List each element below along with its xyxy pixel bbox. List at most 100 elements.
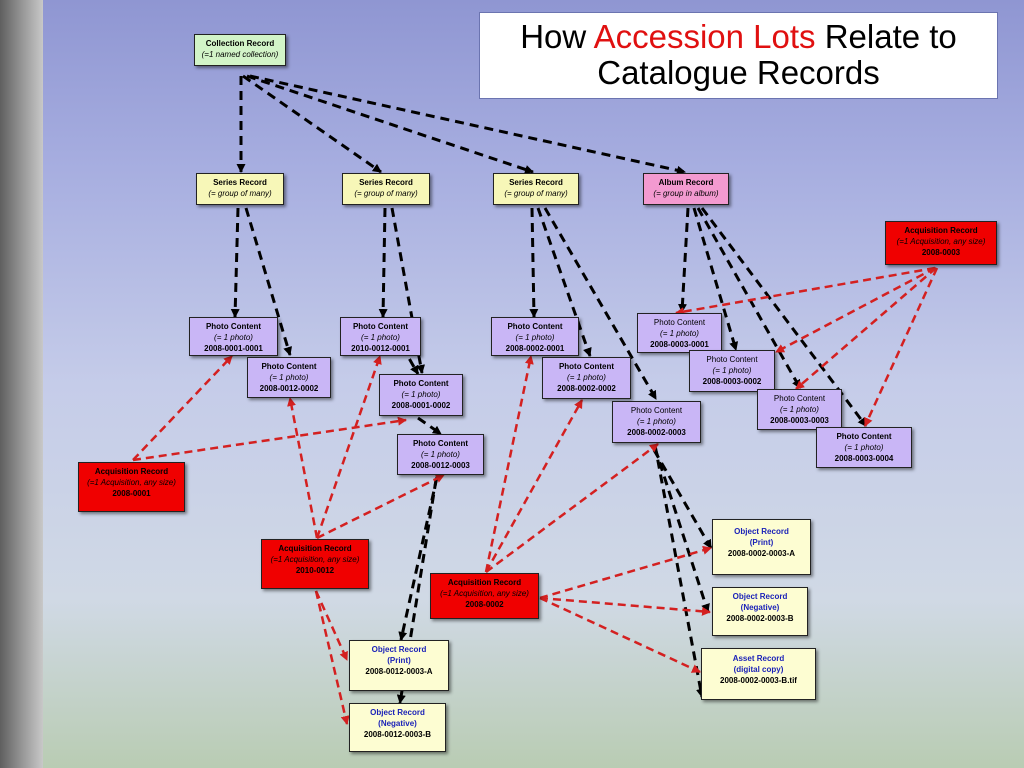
node-id: 2008-0012-0002 bbox=[259, 384, 319, 393]
dependency-connector-3 bbox=[246, 74, 534, 174]
dependency-connector-22 bbox=[652, 449, 713, 549]
node-subtitle: (= 1 photo) bbox=[637, 417, 676, 426]
dependency-connector-12 bbox=[677, 207, 690, 313]
photo-content-node[interactable]: Photo Content (= 1 photo) 2008-0003-0003 bbox=[757, 389, 842, 430]
node-id: 2008-0002-0003-B.tif bbox=[720, 676, 797, 685]
acquisition-record-node[interactable]: Acquisition Record (=1 Acquisition, any … bbox=[430, 573, 539, 619]
photo-content-node[interactable]: Photo Content (= 1 photo) 2008-0001-0001 bbox=[189, 317, 278, 356]
node-id: 2008-0012-0003-B bbox=[363, 730, 432, 739]
node-title: Series Record bbox=[213, 178, 267, 187]
left-sidebar-bar bbox=[0, 0, 43, 768]
node-title: Object Record bbox=[732, 592, 788, 601]
photo-content-node[interactable]: Photo Content (= 1 photo) 2008-0003-0004 bbox=[816, 427, 912, 468]
node-title: Series Record bbox=[359, 178, 413, 187]
node-subtitle: (= 1 photo) bbox=[214, 333, 253, 342]
node-title: Photo Content bbox=[507, 322, 563, 331]
dependency-connector-10 bbox=[536, 207, 592, 357]
node-id: 2010-0012 bbox=[295, 566, 335, 575]
accession-connector-7 bbox=[315, 355, 382, 539]
node-subtitle: (= 1 photo) bbox=[567, 373, 606, 382]
node-title: Photo Content bbox=[558, 362, 615, 371]
node-title: Photo Content bbox=[393, 379, 449, 388]
acquisition-record-node[interactable]: Acquisition Record (=1 Acquisition, any … bbox=[885, 221, 997, 265]
dependency-connector-4 bbox=[249, 74, 686, 175]
acquisition-record-node[interactable]: Acquisition Record (=1 Acquisition, any … bbox=[261, 539, 369, 589]
node-subtitle: (= 1 photo) bbox=[361, 333, 400, 342]
series-record-node-2[interactable]: Series Record (= group of many) bbox=[342, 173, 430, 205]
node-title: Photo Content bbox=[706, 355, 758, 364]
series-record-node-3[interactable]: Series Record (= group of many) bbox=[493, 173, 579, 205]
node-id: 2008-0012-0003 bbox=[411, 461, 470, 470]
accession-connector-9 bbox=[316, 473, 445, 540]
title-accent: Accession Lots bbox=[593, 18, 816, 55]
node-subtitle: (= 1 photo) bbox=[515, 333, 555, 342]
dependency-connector-14 bbox=[696, 207, 802, 389]
object-record-node[interactable]: Object Record (Print) 2008-0002-0003-A bbox=[712, 519, 811, 575]
photo-content-node[interactable]: Photo Content (= 1 photo) 2008-0002-0003 bbox=[612, 401, 701, 443]
node-id: 2008-0002-0002 bbox=[557, 384, 616, 393]
node-id: 2008-0002-0003-B bbox=[726, 614, 794, 623]
photo-content-node[interactable]: Photo Content (= 1 photo) 2008-0003-0001 bbox=[637, 313, 722, 353]
album-record-node[interactable]: Album Record (= group in album) bbox=[643, 173, 729, 205]
accession-connector-11 bbox=[484, 399, 584, 573]
photo-content-node[interactable]: Photo Content (= 1 photo) 2008-0003-0002 bbox=[689, 350, 775, 392]
object-record-node[interactable]: Object Record (Print) 2008-0012-0003-A bbox=[349, 640, 449, 691]
node-subtitle: (= group of many) bbox=[354, 189, 418, 198]
object-record-node[interactable]: Object Record (Negative) 2008-0002-0003-… bbox=[712, 587, 808, 636]
node-id: 2008-0003-0004 bbox=[834, 454, 894, 463]
node-title: Photo Content bbox=[836, 432, 892, 441]
node-id: 2008-0003-0002 bbox=[702, 377, 762, 386]
node-title: Photo Content bbox=[352, 322, 409, 331]
dependency-connector-5 bbox=[230, 207, 240, 318]
title-part-1: How bbox=[520, 18, 594, 55]
accession-connector-14 bbox=[539, 596, 711, 616]
node-subtitle: (= group in album) bbox=[653, 189, 719, 198]
series-record-node-1[interactable]: Series Record (= group of many) bbox=[196, 173, 284, 205]
photo-content-node[interactable]: Photo Content (= 1 photo) 2008-0012-0002 bbox=[247, 357, 331, 398]
node-subtitle: (= 1 photo) bbox=[401, 390, 441, 399]
node-title: Object Record bbox=[370, 708, 425, 717]
asset-record-node[interactable]: Asset Record (digital copy) 2008-0002-00… bbox=[701, 648, 816, 700]
node-subtitle: (=1 Acquisition, any size) bbox=[87, 478, 176, 487]
node-title: Acquisition Record bbox=[904, 226, 978, 235]
node-subtitle: (=1 Acquisition, any size) bbox=[270, 555, 360, 564]
node-id: 2008-0002-0003 bbox=[627, 428, 686, 437]
node-id: 2008-0003 bbox=[921, 248, 961, 257]
dependency-connector-20 bbox=[653, 444, 705, 698]
node-subtitle: (= 1 photo) bbox=[712, 366, 752, 375]
dependency-connectors bbox=[230, 74, 868, 704]
node-id: 2008-0001 bbox=[112, 489, 151, 498]
dependency-connector-21 bbox=[653, 447, 710, 613]
node-id: 2008-0003-0001 bbox=[650, 340, 709, 349]
node-id: 2008-0012-0003-A bbox=[365, 667, 433, 676]
acquisition-record-node[interactable]: Acquisition Record (=1 Acquisition, any … bbox=[78, 462, 185, 512]
node-subtitle: (= group of many) bbox=[208, 189, 272, 198]
node-subtitle: (=1 Acquisition, any size) bbox=[440, 589, 529, 598]
collection-record-node[interactable]: Collection Record (=1 named collection) bbox=[194, 34, 286, 66]
node-title: Acquisition Record bbox=[94, 467, 169, 476]
photo-content-node[interactable]: Photo Content (= 1 photo) 2008-0012-0003 bbox=[397, 434, 484, 475]
dependency-connector-7 bbox=[378, 207, 388, 318]
photo-content-node[interactable]: Photo Content (= 1 photo) 2008-0002-0001 bbox=[491, 317, 579, 356]
accession-connector-16 bbox=[314, 590, 349, 661]
node-id: 2008-0002-0003-A bbox=[727, 549, 796, 558]
object-record-node[interactable]: Object Record (Negative) 2008-0012-0003-… bbox=[349, 703, 446, 752]
title-part-2: Relate to Catalogue Records bbox=[597, 18, 957, 91]
node-title: Asset Record bbox=[732, 654, 785, 663]
photo-content-node[interactable]: Photo Content (= 1 photo) 2008-0002-0002 bbox=[542, 357, 631, 399]
node-title: Photo Content bbox=[630, 406, 683, 415]
node-id: 2008-0001-0002 bbox=[391, 401, 451, 410]
photo-content-node[interactable]: Photo Content (= 1 photo) 2010-0012-0001 bbox=[340, 317, 421, 356]
photo-content-node[interactable]: Photo Content (= 1 photo) 2008-0001-0002 bbox=[379, 374, 463, 416]
accession-connector-12 bbox=[485, 442, 659, 574]
node-subtitle: (= 1 photo) bbox=[660, 329, 699, 338]
dependency-connector-6 bbox=[244, 207, 293, 356]
node-title: Album Record bbox=[658, 178, 714, 187]
dependency-connector-11 bbox=[543, 207, 658, 400]
node-title: Photo Content bbox=[653, 318, 706, 327]
accession-connectors bbox=[132, 266, 939, 725]
node-title: Photo Content bbox=[412, 439, 469, 448]
accession-connector-1 bbox=[675, 266, 936, 317]
accession-connector-4 bbox=[863, 267, 939, 427]
